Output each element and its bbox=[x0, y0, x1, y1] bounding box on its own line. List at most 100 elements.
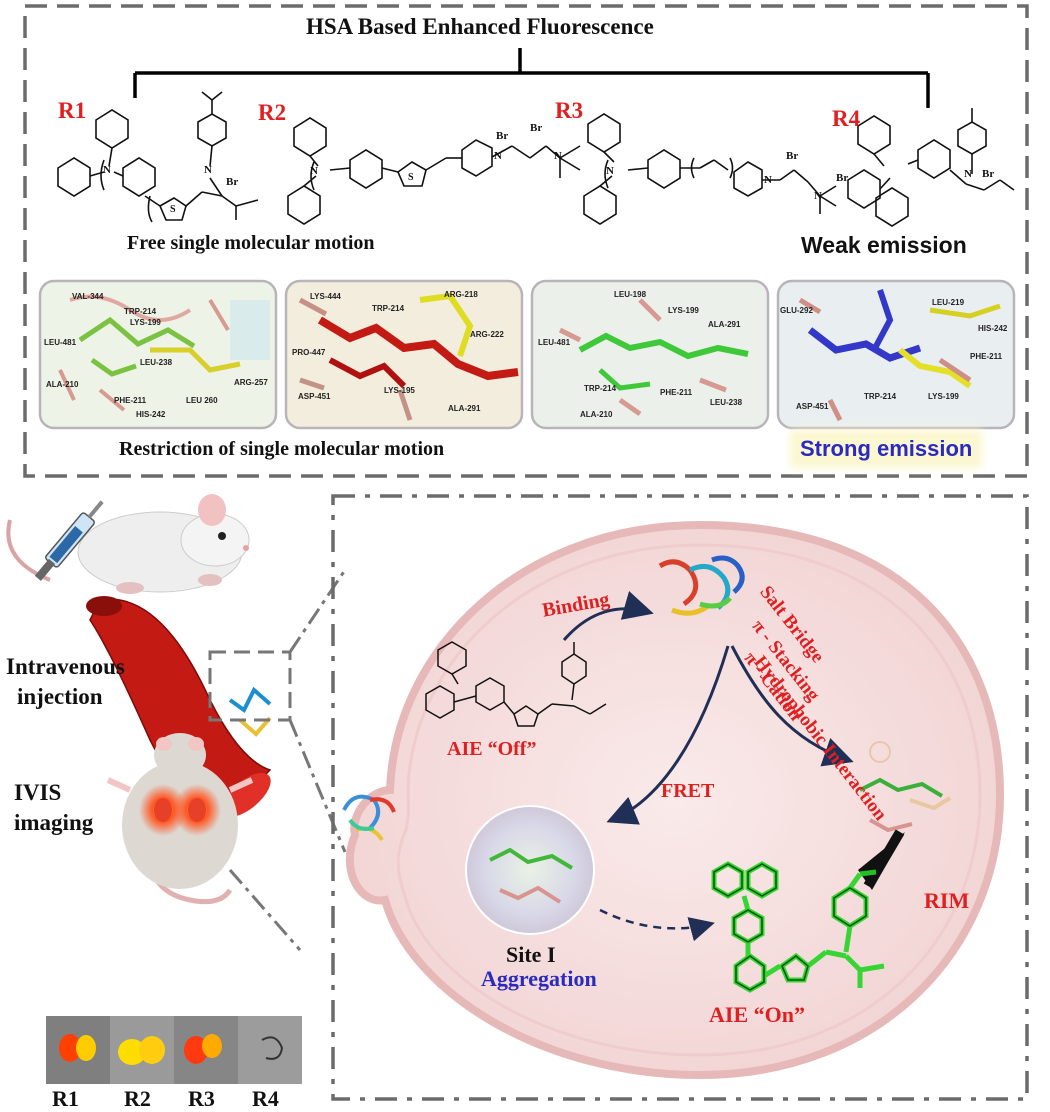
r3-bracket bbox=[604, 159, 609, 189]
cell-membrane bbox=[345, 520, 1005, 1080]
residue-label: ALA-291 bbox=[448, 404, 481, 413]
top-frame bbox=[23, 4, 1029, 478]
imaging-rat bbox=[106, 733, 254, 905]
r2-br-label: Br bbox=[496, 130, 509, 142]
docking-panel-2 bbox=[284, 279, 524, 430]
residue-label: LYS-195 bbox=[384, 386, 415, 395]
r3-n3-label: N bbox=[814, 190, 822, 202]
residue-label: PHE-211 bbox=[114, 396, 147, 405]
residue-label: ARG-218 bbox=[444, 290, 478, 299]
residue-label: ASP-451 bbox=[796, 402, 829, 411]
r2-br2-label: Br bbox=[530, 122, 543, 134]
binding-arrow bbox=[562, 590, 654, 641]
r1-bracket-2 bbox=[147, 195, 153, 223]
r4-br-label: Br bbox=[982, 168, 995, 180]
ivis-r3-label: R3 bbox=[188, 1086, 215, 1111]
r2-label: R2 bbox=[258, 100, 287, 125]
r1-n2-label: N bbox=[204, 164, 212, 176]
molecule-r3 bbox=[583, 113, 837, 225]
protein-at-membrane bbox=[342, 794, 396, 842]
residue-label: PHE-211 bbox=[660, 388, 693, 397]
residue-label: TRP-214 bbox=[584, 384, 617, 393]
aggregation-label: Aggregation bbox=[481, 966, 597, 991]
r2-n3-label: N bbox=[554, 150, 562, 162]
residue-label: PHE-211 bbox=[970, 352, 1003, 361]
residue-label: GLU-292 bbox=[780, 306, 813, 315]
site-i-sphere bbox=[465, 805, 595, 935]
r2-bracket bbox=[310, 161, 315, 191]
ivis-r1-label: R1 bbox=[52, 1086, 79, 1111]
residue-label: HIS-242 bbox=[136, 410, 166, 419]
r3-bracket-2 bbox=[690, 157, 695, 179]
molecule-r4 bbox=[847, 108, 1015, 227]
r1-s-label: S bbox=[170, 204, 176, 215]
strong-emission-caption: Strong emission bbox=[796, 436, 977, 462]
fret-arrow bbox=[606, 645, 730, 825]
residue-label: LEU-198 bbox=[614, 290, 647, 299]
molecule-r1 bbox=[57, 91, 259, 221]
zoom-box bbox=[208, 650, 292, 722]
docked-complex bbox=[859, 741, 952, 833]
r1-bracket bbox=[100, 159, 105, 191]
residue-label: LEU 260 bbox=[186, 396, 218, 405]
r2-s-label: S bbox=[408, 172, 414, 183]
residue-label: TRP-214 bbox=[372, 304, 405, 313]
residue-label: ALA-291 bbox=[708, 320, 741, 329]
residue-label: LEU-481 bbox=[538, 338, 571, 347]
aie-on-label: AIE “On” bbox=[709, 1002, 805, 1027]
site-i-label: Site I bbox=[506, 942, 556, 967]
residue-label: LEU-481 bbox=[44, 338, 77, 347]
interactions-block: Hydrophobic Interaction Salt Bridge π - … bbox=[739, 560, 1010, 825]
restriction-caption: Restriction of single molecular motion bbox=[119, 438, 445, 460]
r1-label: R1 bbox=[58, 98, 87, 123]
r2-n2-label: N bbox=[494, 150, 502, 162]
rim-label: RIM bbox=[924, 888, 970, 913]
residue-label: ARG-222 bbox=[470, 330, 504, 339]
r3-label: R3 bbox=[555, 98, 584, 123]
fret-label: FRET bbox=[661, 780, 715, 802]
r2-n-label: N bbox=[310, 165, 318, 177]
mouse-illustration bbox=[6, 494, 250, 594]
residue-label: LEU-238 bbox=[140, 358, 173, 367]
r3-n2-label: N bbox=[764, 174, 772, 186]
injection-label: injection bbox=[17, 684, 103, 709]
r1-n-label: N bbox=[103, 164, 111, 176]
imaging-label: imaging bbox=[14, 810, 94, 835]
blood-vessel bbox=[86, 596, 272, 821]
r3-br-label: Br bbox=[786, 150, 799, 162]
residue-label: ALA-210 bbox=[580, 410, 613, 419]
ivis-label: IVIS bbox=[14, 780, 62, 805]
aggregation-arrow bbox=[599, 908, 715, 942]
r3-bracket-3 bbox=[729, 157, 734, 179]
aie-off-label: AIE “Off” bbox=[447, 738, 537, 760]
residue-label: TRP-214 bbox=[864, 392, 897, 401]
residue-label: HIS-242 bbox=[978, 324, 1008, 333]
aie-off-molecule bbox=[425, 641, 607, 727]
hsa-protein bbox=[658, 555, 745, 616]
residue-label: ALA-210 bbox=[46, 380, 79, 389]
aie-on-molecule-core bbox=[713, 863, 867, 991]
ivis-strip bbox=[46, 1016, 302, 1084]
r4-n-label: N bbox=[964, 168, 972, 180]
figure-title: HSA Based Enhanced Fluorescence bbox=[306, 14, 654, 39]
residue-label: TRP-214 bbox=[124, 307, 157, 316]
r4-label: R4 bbox=[832, 106, 861, 131]
r1-br-label: Br bbox=[226, 176, 239, 188]
r3-br2-label: Br bbox=[836, 172, 849, 184]
molecule-r2 bbox=[287, 117, 581, 225]
residue-label: ASP-451 bbox=[298, 392, 331, 401]
residue-label: LYS-199 bbox=[668, 306, 699, 315]
residue-label: LYS-199 bbox=[928, 392, 959, 401]
docking-panel-4 bbox=[776, 279, 1016, 430]
intravenous-label: Intravenous bbox=[6, 654, 125, 679]
ivis-r2-label: R2 bbox=[124, 1086, 151, 1111]
docking-panel-3 bbox=[530, 279, 770, 430]
syringe-icon bbox=[34, 500, 104, 581]
bottom-frame bbox=[331, 494, 1029, 1101]
residue-label: PRO-447 bbox=[292, 348, 326, 357]
residue-label: LEU-238 bbox=[710, 398, 743, 407]
residue-label: ARG-257 bbox=[234, 378, 268, 387]
docking-panel-1 bbox=[38, 279, 278, 430]
